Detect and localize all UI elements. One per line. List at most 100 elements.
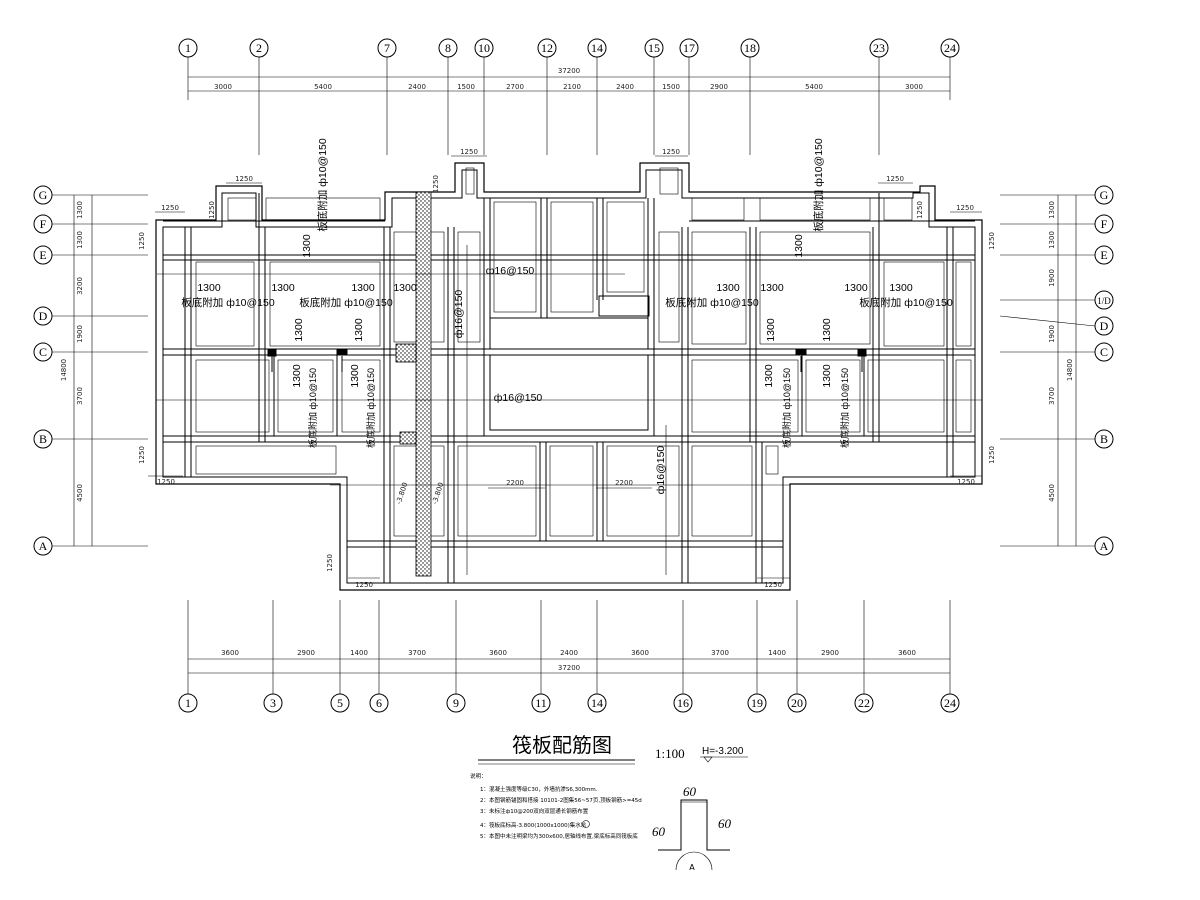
svg-text:1300: 1300: [291, 364, 303, 388]
svg-text:3000: 3000: [214, 83, 232, 91]
svg-text:B: B: [39, 432, 47, 446]
svg-text:D: D: [1100, 319, 1109, 333]
right-dimensions: 1300 1300 1900 1900 3700 4500 14800: [1048, 201, 1074, 502]
svg-text:1300: 1300: [821, 364, 833, 388]
svg-text:4500: 4500: [76, 484, 84, 502]
svg-text:2400: 2400: [560, 649, 578, 657]
svg-text:9: 9: [453, 696, 459, 710]
top-total-dim: 37200: [558, 67, 580, 75]
svg-text:2400: 2400: [408, 83, 426, 91]
column-marks: [267, 349, 867, 372]
drawing-title: 筏板配筋图: [512, 733, 612, 757]
svg-text:1300: 1300: [76, 201, 84, 219]
svg-text:2200: 2200: [506, 479, 524, 487]
svg-text:3600: 3600: [898, 649, 916, 657]
svg-text:1250: 1250: [988, 232, 996, 250]
svg-text:1250: 1250: [916, 201, 924, 219]
svg-text:1300: 1300: [301, 234, 313, 258]
svg-text:60: 60: [718, 816, 732, 831]
svg-text:4：筏板底标高-3.800(1000x1000)集水坑: 4：筏板底标高-3.800(1000x1000)集水坑: [480, 821, 587, 829]
svg-text:5：本图中未注明梁均为300x600,居轴线布置,梁底标高同: 5：本图中未注明梁均为300x600,居轴线布置,梁底标高同筏板底: [480, 832, 638, 840]
slab-panels: [195, 167, 972, 537]
raft-outline: [155, 162, 983, 591]
svg-text:3700: 3700: [1048, 387, 1056, 405]
svg-text:1：混凝土强度等级C30，外墙抗渗S6,300mm.: 1：混凝土强度等级C30，外墙抗渗S6,300mm.: [480, 785, 598, 793]
top-axis-24: 24: [944, 41, 956, 55]
svg-text:G: G: [1100, 188, 1109, 202]
svg-text:3: 3: [270, 696, 276, 710]
svg-text:D: D: [39, 309, 48, 323]
svg-text:24: 24: [944, 696, 956, 710]
svg-text:1300: 1300: [763, 364, 775, 388]
hatched-wall: [395, 191, 432, 577]
svg-text:1300: 1300: [793, 234, 805, 258]
svg-text:1300: 1300: [197, 282, 221, 294]
bottom-axis-bubbles: 1 3 5 6 9 11 14 16 19 20 22 24: [178, 693, 960, 713]
title-block: 筏板配筋图 1:100 H=-3.200: [478, 733, 748, 765]
svg-text:1250: 1250: [161, 204, 179, 212]
svg-text:11: 11: [535, 696, 547, 710]
top-axis-7: 7: [384, 41, 390, 55]
svg-text:3600: 3600: [221, 649, 239, 657]
slab-annotations: 板底附加 ф10@150 板底附加 ф10@150 1300 1300 1300…: [181, 138, 953, 505]
svg-text:板底附加 ф10@150: 板底附加 ф10@150: [307, 368, 318, 448]
svg-text:1250: 1250: [662, 148, 680, 156]
svg-text:C: C: [1100, 345, 1108, 359]
top-dimensions: 37200 3000 5400 2400 1500 2700 2100 2400…: [214, 67, 923, 91]
svg-text:1900: 1900: [1048, 269, 1056, 287]
svg-text:1250: 1250: [326, 554, 334, 572]
svg-text:ф16@150: ф16@150: [453, 290, 465, 339]
svg-text:3200: 3200: [76, 277, 84, 295]
top-axis-1: 1: [185, 41, 191, 55]
svg-text:1/D: 1/D: [1097, 296, 1111, 306]
top-axis-23: 23: [873, 41, 885, 55]
svg-text:ф16@150: ф16@150: [655, 446, 667, 495]
svg-text:ф16@150: ф16@150: [494, 392, 543, 404]
top-axis-8: 8: [445, 41, 451, 55]
drawing-elevation: H=-3.200: [702, 746, 744, 757]
top-axis-18: 18: [744, 41, 756, 55]
top-axis-14: 14: [591, 41, 603, 55]
svg-text:1250: 1250: [764, 581, 782, 589]
left-axis-lines: [52, 194, 148, 547]
right-axis-bubbles: G F E 1/D D C B A: [1094, 185, 1114, 556]
svg-text:A: A: [689, 863, 695, 872]
svg-text:1250: 1250: [138, 446, 146, 464]
svg-text:1500: 1500: [457, 83, 475, 91]
svg-text:14800: 14800: [60, 359, 68, 381]
left-axis-bubbles: G F E D C B A: [33, 185, 53, 556]
svg-text:2200: 2200: [615, 479, 633, 487]
right-axis-lines: [999, 194, 1096, 547]
svg-text:1250: 1250: [460, 148, 478, 156]
svg-text:60: 60: [683, 784, 697, 799]
svg-text:1300: 1300: [1048, 201, 1056, 219]
svg-text:板底附加 ф10@150: 板底附加 ф10@150: [181, 296, 275, 309]
top-axis-2: 2: [256, 41, 262, 55]
svg-text:1250: 1250: [432, 175, 440, 193]
svg-text:1300: 1300: [821, 318, 833, 342]
svg-text:14: 14: [591, 696, 603, 710]
svg-text:2900: 2900: [297, 649, 315, 657]
svg-text:5400: 5400: [805, 83, 823, 91]
svg-text:1250: 1250: [235, 175, 253, 183]
svg-text:1300: 1300: [393, 282, 417, 294]
svg-text:1900: 1900: [1048, 325, 1056, 343]
svg-text:14800: 14800: [1066, 359, 1074, 381]
svg-text:1250: 1250: [208, 201, 216, 219]
svg-text:1250: 1250: [988, 446, 996, 464]
svg-text:1300: 1300: [760, 282, 784, 294]
svg-text:B: B: [1100, 432, 1108, 446]
svg-text:板底附加 ф10@150: 板底附加 ф10@150: [299, 296, 393, 309]
svg-text:2100: 2100: [563, 83, 581, 91]
top-axis-17: 17: [683, 41, 695, 55]
svg-text:1900: 1900: [76, 325, 84, 343]
svg-text:1250: 1250: [157, 478, 175, 486]
svg-text:1250: 1250: [956, 204, 974, 212]
svg-text:2900: 2900: [821, 649, 839, 657]
svg-text:2900: 2900: [710, 83, 728, 91]
svg-text:16: 16: [677, 696, 689, 710]
svg-text:板底附加 ф10@150: 板底附加 ф10@150: [665, 296, 759, 309]
svg-text:E: E: [39, 248, 46, 262]
svg-text:A: A: [39, 539, 48, 553]
top-axis-15: 15: [648, 41, 660, 55]
